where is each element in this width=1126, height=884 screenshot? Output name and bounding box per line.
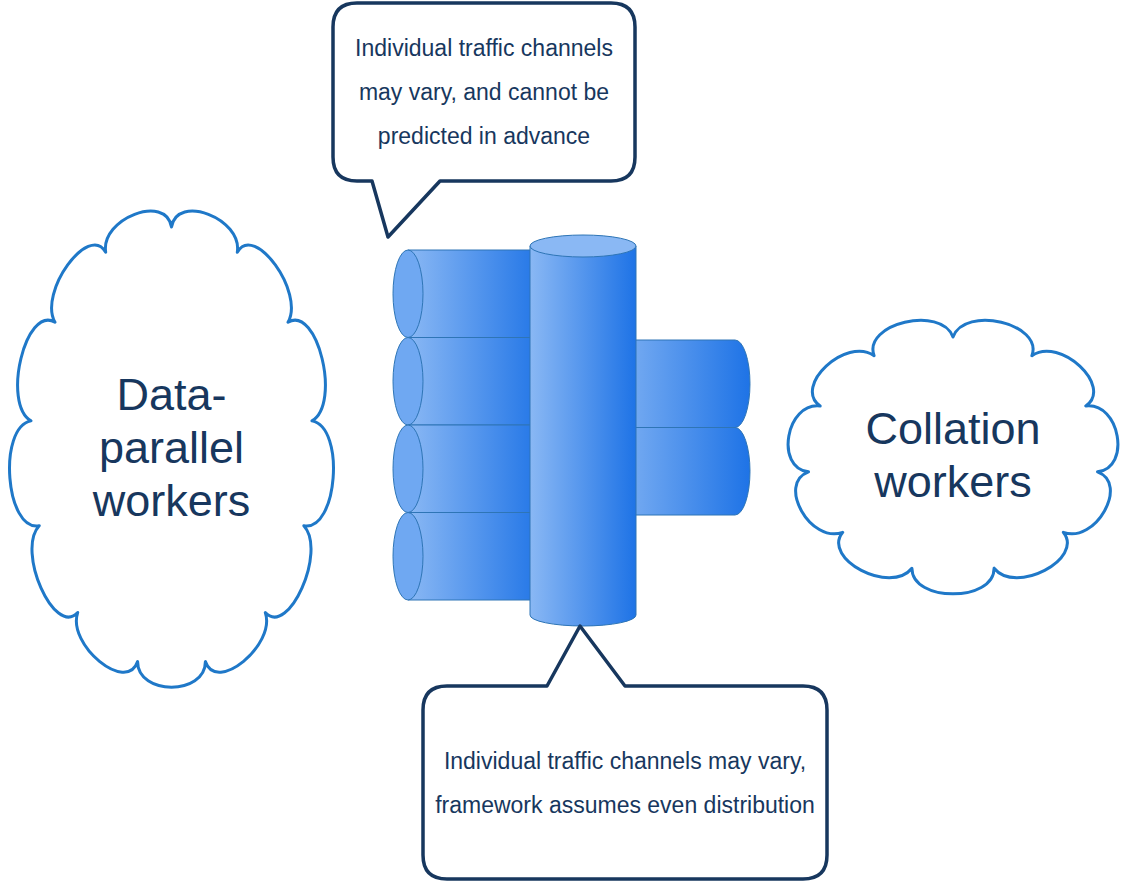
cloud-label: Collation workers (828, 402, 1078, 508)
callout-text: Individual traffic channels may vary, an… (345, 26, 623, 158)
input-channel-pipe (393, 250, 545, 338)
text-block: Individual traffic channels may vary, fr… (435, 739, 815, 827)
callout-box: Individual traffic channels may vary, fr… (423, 686, 827, 879)
central-pipe (530, 235, 636, 626)
text-block: Collation workers (828, 402, 1078, 508)
cloud-outline (785, 315, 1121, 595)
worker-cloud: Collation workers (785, 315, 1121, 595)
callout-box: Individual traffic channels may vary, an… (333, 3, 635, 181)
text-block: Data-parallel workers (72, 368, 272, 527)
input-channel-pipe (393, 338, 545, 426)
input-channel-pipe (393, 513, 545, 601)
cloud-label: Data-parallel workers (72, 368, 272, 527)
callout-outline (423, 686, 827, 879)
worker-cloud: Data-parallel workers (8, 205, 335, 690)
input-channel-pipe (393, 425, 545, 513)
callout-text: Individual traffic channels may vary, fr… (435, 739, 815, 827)
text-block: Individual traffic channels may vary, an… (345, 26, 623, 158)
